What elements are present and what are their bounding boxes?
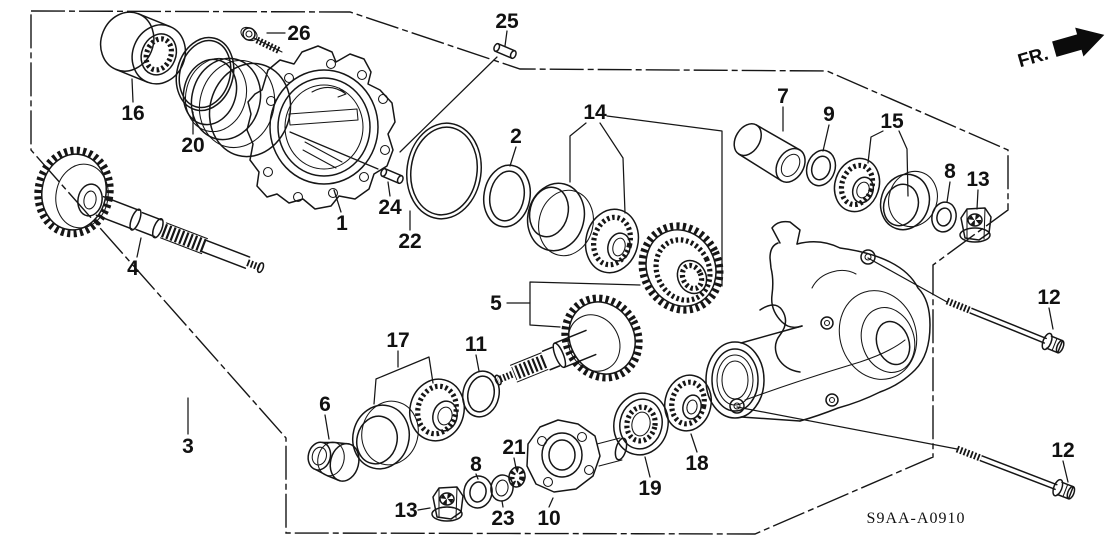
leader-line-10 [548,497,554,508]
bolt-12-bottom-drawing [955,445,1076,500]
part-callout-18: 18 [685,452,709,475]
oil-seal-19-drawing [613,392,669,456]
leader-line-14 [599,122,626,214]
part-callout-2: 2 [510,125,522,148]
part-callout-8: 8 [470,453,482,476]
leader-line-24 [289,131,379,170]
spring-washer-23-drawing [490,474,514,502]
fr-arrow-icon [1052,27,1105,57]
leader-line-6 [324,414,330,440]
taper-bearing-14-drawing [584,208,640,274]
part-callout-9: 9 [823,103,835,126]
leader-line-1 [333,189,342,213]
part-callout-19: 19 [638,477,661,500]
leader-line-8 [946,181,951,203]
leader-line-25 [504,30,508,47]
leader-line-2 [509,146,517,167]
leader-lines [131,30,1069,511]
part-callout-6: 6 [319,393,331,416]
leader-line-25 [399,56,498,153]
part-callout-8: 8 [944,160,956,183]
part-callout-15: 15 [880,110,904,133]
part-callout-14: 14 [583,101,607,124]
leader-line-4 [136,237,142,258]
leader-line-5 [529,281,641,328]
part-callout-10: 10 [537,507,560,530]
taper-bearing-15-drawing [833,157,881,213]
part-callout-4: 4 [127,257,139,280]
bolt-12-top-drawing [945,297,1065,354]
part-callout-17: 17 [386,329,409,352]
part-callout-3: 3 [182,435,194,458]
part-callout-24: 24 [378,196,402,219]
part-callout-1: 1 [336,212,348,235]
leader-line-18 [690,433,698,453]
leader-line-8 [475,473,479,480]
snap-ring-2-drawing [482,164,532,228]
leader-line-19 [644,456,651,478]
part-callout-12: 12 [1051,439,1074,462]
part-callout-7: 7 [777,85,789,108]
part-callout-22: 22 [398,230,421,253]
leader-line-15 [898,130,909,197]
dowel-pin-25-drawing [493,42,517,60]
leader-line-17 [373,356,434,405]
bevel-gear-5-drawing [638,222,724,314]
fr-direction-arrow: FR. [1016,27,1105,73]
transfer-case-housing-drawing [705,220,931,422]
bearing-race-14-drawing [526,182,594,257]
part-callout-5: 5 [490,292,502,315]
frame-border [30,10,1009,535]
assembly-line [736,406,958,450]
assembly-line [867,257,948,303]
leader-line-24 [387,181,391,197]
dowel-pin-24-drawing [380,167,404,185]
leader-line-9 [822,124,830,152]
washer-9-drawing [805,149,837,187]
leader-line-21 [513,457,517,469]
gear-shaft-4-drawing [34,146,265,274]
leader-line-11 [475,354,480,372]
nut-13-bottom-drawing [431,486,464,522]
leader-line-15 [867,130,884,164]
diagram-code: S9AA-A0910 [867,510,966,527]
bearing-race-17-drawing [352,400,419,470]
oring-20-drawing [175,36,235,112]
companion-flange-10-drawing [526,419,628,493]
fr-label: FR. [1016,44,1051,73]
bolt-26-drawing [240,26,283,55]
oring-22-drawing [406,122,482,220]
leader-line-14 [606,115,723,287]
leader-line-14 [569,122,587,183]
part-callout-23: 23 [491,507,514,530]
spacer-6-drawing [307,441,360,482]
washer-8-right-drawing [931,201,957,233]
part-callout-25: 25 [495,10,519,33]
thrust-ring-11-drawing [462,370,500,418]
bearing-18-drawing [664,374,712,432]
part-callout-26: 26 [287,22,310,45]
leader-line-12 [1062,460,1069,483]
collar-7-drawing [733,123,806,183]
transfer-gear-shaft-5-drawing [494,294,643,386]
snap-ring-21-drawing [508,466,526,488]
part-callout-12: 12 [1037,286,1060,309]
part-callout-13: 13 [394,499,417,522]
part-callout-21: 21 [502,436,526,459]
part-callout-11: 11 [465,333,488,356]
leader-line-13 [417,507,431,511]
leader-line-12 [1048,307,1054,330]
part-callout-13: 13 [966,168,989,191]
leader-line-13 [976,189,979,210]
cover-assembly-1-drawing [182,45,396,210]
part-callout-16: 16 [121,102,144,125]
leader-line-23 [501,500,504,508]
part-callout-20: 20 [181,134,204,157]
nut-13-right-drawing [959,207,992,243]
taper-bearing-17-drawing [408,378,466,442]
leader-line-16 [131,78,134,103]
